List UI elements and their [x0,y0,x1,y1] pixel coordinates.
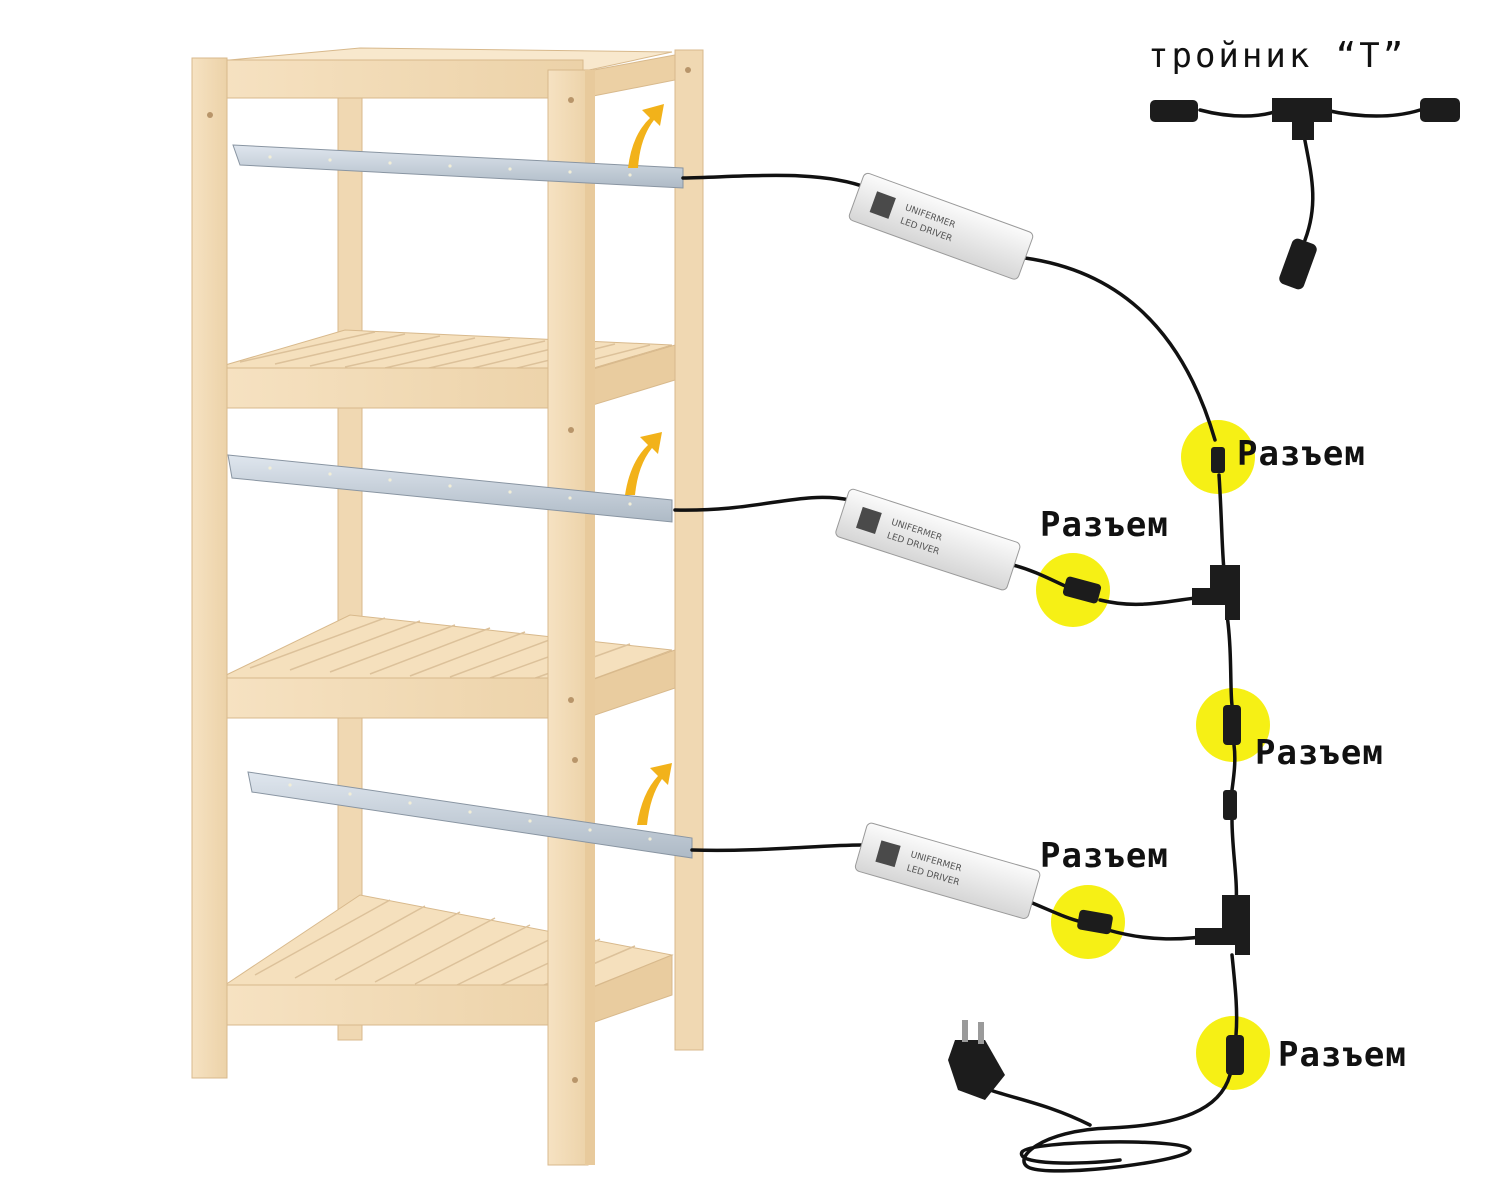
shelf-front-right-post [547,69,589,1166]
shelf-top-front [207,59,584,99]
connector-label: Разъем [1237,434,1366,474]
shelf-unit [191,47,704,1166]
power-plug-icon [948,1020,1005,1100]
arrow-icon [628,104,664,168]
shelf-board-3 [222,894,674,1026]
arrow-icon [637,763,672,825]
connector-label: Разъем [1278,1035,1407,1075]
diagram-title: тройник “T” [1148,36,1407,76]
shelf-front-left-post [191,57,228,1079]
led-strip-2 [227,454,673,523]
connector-bodies [1062,447,1250,1075]
shelf-back-left-post [337,54,363,1041]
connector-label: Разъем [1040,505,1169,545]
shelf-back-right-post [674,49,704,1051]
led-strip-3 [247,771,693,859]
led-strip-1 [232,144,684,189]
shelf-board-2 [217,614,676,719]
connector-label: Разъем [1255,733,1384,773]
led-driver-3: UNIFERMER LED DRIVER [854,822,1041,919]
arrow-icon [625,432,662,495]
connector-label: Разъем [1040,836,1169,876]
led-driver-1: UNIFERMER LED DRIVER [848,172,1034,280]
shelf-board-1 [212,329,676,409]
led-driver-2: UNIFERMER LED DRIVER [835,488,1021,591]
t-splitter-sample [1150,98,1460,290]
